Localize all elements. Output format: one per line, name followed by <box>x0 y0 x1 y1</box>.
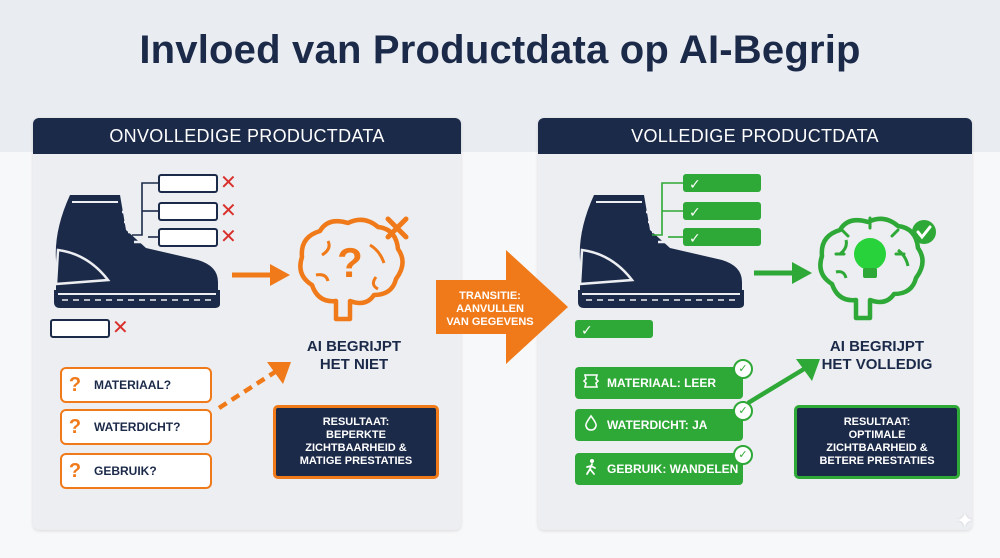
result-limited-box: RESULTAAT: BEPERKTE ZICHTBAARHEID & MATI… <box>273 405 439 479</box>
attribute-waterproof: WATERDICHT: JA ✓ <box>575 401 753 441</box>
x-mark-icon: ✕ <box>220 172 237 194</box>
x-mark-icon: ✕ <box>220 200 237 222</box>
water-drop-icon <box>579 414 603 436</box>
sparkle-icon: ✦ <box>955 508 974 533</box>
question-material: ? MATERIAAL? <box>60 367 212 403</box>
question-waterproof: ? WATERDICHT? <box>60 409 212 445</box>
ai-not-understand-label: AI BEGRIJPT HET NIET <box>306 338 402 373</box>
leather-icon <box>579 373 603 393</box>
empty-field-2 <box>158 202 218 221</box>
question-mark-icon: ? <box>68 415 82 438</box>
empty-field-1 <box>158 174 218 193</box>
check-icon: ✓ <box>733 359 753 379</box>
check-icon: ✓ <box>689 230 701 246</box>
question-usage: ? GEBRUIK? <box>60 453 212 489</box>
enlightened-brain-icon <box>818 216 936 321</box>
orange-arrow-icon <box>232 264 290 286</box>
result-optimal-box: RESULTAAT: OPTIMALE ZICHTBAARHEID & BETE… <box>794 405 960 479</box>
boot-icon <box>54 195 220 308</box>
attribute-usage: GEBRUIK: WANDELEN ✓ <box>575 445 753 485</box>
check-icon: ✓ <box>733 401 753 421</box>
check-icon: ✓ <box>689 176 701 192</box>
filled-field-3: ✓ <box>683 228 761 246</box>
filled-field-4: ✓ <box>575 320 653 338</box>
svg-text:?: ? <box>337 239 363 286</box>
ai-understands-label: AI BEGRIJPT HET VOLLEDIG <box>821 338 933 373</box>
boot-icon <box>578 195 744 308</box>
x-mark-icon: ✕ <box>112 317 129 339</box>
confused-brain-icon: ? <box>298 216 409 322</box>
complete-panel-header: VOLLEDIGE PRODUCTDATA <box>538 118 972 154</box>
attribute-material: MATERIAAL: LEER ✓ <box>575 359 753 399</box>
empty-field-3 <box>158 228 218 247</box>
filled-field-2: ✓ <box>683 202 761 220</box>
green-diagonal-arrow-icon <box>746 359 820 405</box>
check-icon: ✓ <box>689 204 701 220</box>
check-icon: ✓ <box>733 445 753 465</box>
leader-lines <box>652 182 684 238</box>
dashed-arrow-icon <box>217 362 291 410</box>
transition-arrow-icon <box>436 250 568 364</box>
green-arrow-icon <box>754 262 812 284</box>
question-mark-icon: ? <box>68 373 82 396</box>
page-title: Invloed van Productdata op AI-Begrip <box>139 28 861 72</box>
empty-field-4 <box>50 319 110 338</box>
x-mark-icon: ✕ <box>220 226 237 248</box>
hiker-icon <box>579 458 603 480</box>
filled-field-1: ✓ <box>683 174 761 192</box>
incomplete-panel-header: ONVOLLEDIGE PRODUCTDATA <box>33 118 461 154</box>
check-icon: ✓ <box>581 322 593 338</box>
question-mark-icon: ? <box>68 459 82 482</box>
leader-lines <box>132 182 158 238</box>
transition-label: TRANSITIE: AANVULLEN VAN GEGEVENS <box>446 290 534 328</box>
